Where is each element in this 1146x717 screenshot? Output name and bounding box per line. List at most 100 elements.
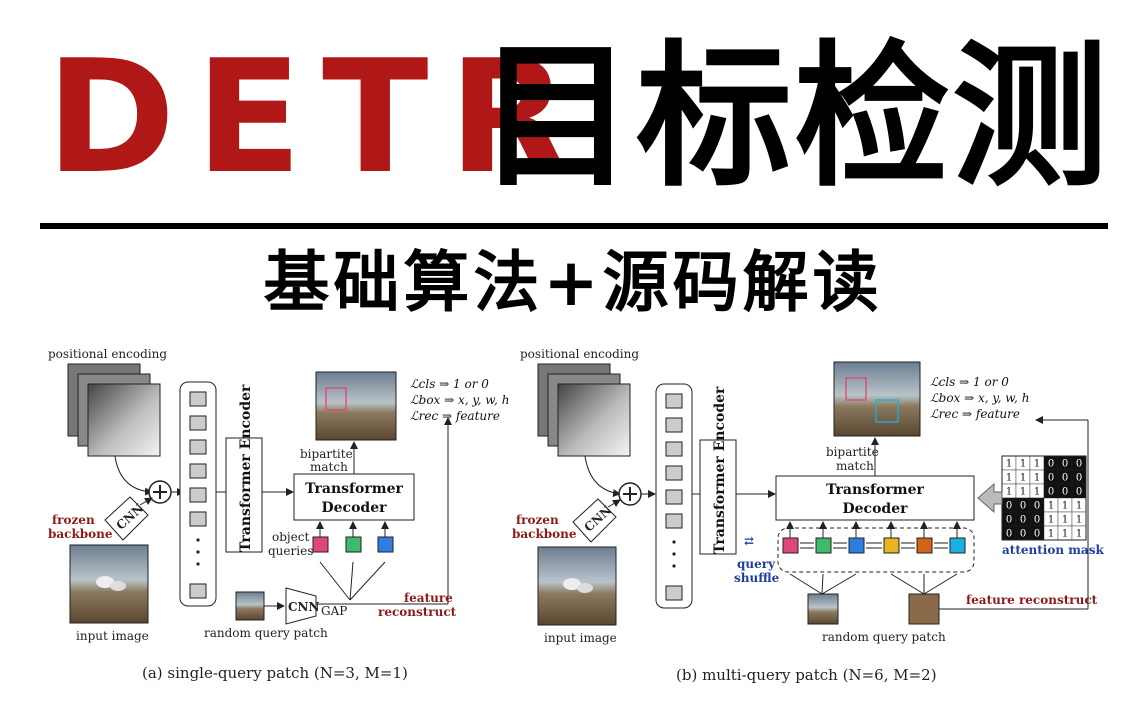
a-pe-arrow [114,455,153,496]
diagram-b: positional encoding CNN frozen backbone … [512,347,1104,684]
b-random-patch-1 [807,593,839,625]
mask-value: 0 [1048,473,1054,484]
mask-value: 0 [1048,459,1054,470]
mask-value: 1 [1048,515,1054,526]
mask-value: 0 [1034,529,1040,540]
b-feature-reconstruct-label: feature reconstruct [966,593,1098,607]
mask-value: 0 [1020,529,1026,540]
title-divider [40,223,1108,229]
a-bipartite-label: bipartite [300,447,353,461]
a-match-label: match [310,460,348,474]
b-backbone-label: backbone [512,527,577,541]
title-banner: DETR 目标检测 [0,0,1146,215]
mask-value: 1 [1076,501,1082,512]
b-attention-mask-label: attention mask [1002,543,1104,557]
a-gull-2 [110,581,126,591]
mask-value: 1 [1034,473,1040,484]
a-ellipsis-dots [196,538,200,566]
a-backbone-label: backbone [48,527,113,541]
title-detr: DETR [46,26,589,208]
title-object-detection: 目标检测 [478,26,1110,208]
b-shuffle-icon: ⇄ [744,534,754,548]
mask-value: 1 [1034,459,1040,470]
a-cnn-block [104,496,149,541]
a-object-label: object [272,530,309,544]
mask-value: 0 [1006,515,1012,526]
b-query-orange [916,537,933,554]
b-positional-encoding-label: positional encoding [520,347,639,361]
b-shuffle-swaps [800,542,948,549]
mask-value: 0 [1076,487,1082,498]
mask-value: 1 [1062,515,1068,526]
b-encoder-label: Transformer Encoder [712,386,728,554]
a-cnn-small [285,587,317,625]
a-cnn-arrow [139,497,153,506]
mask-value: 1 [1048,501,1054,512]
mask-value: 0 [1062,459,1068,470]
b-query-yellow [883,537,900,554]
b-tokens [665,393,683,601]
diagram-a: positional encoding CNN frozen backbone … [48,347,509,682]
mask-value: 0 [1020,515,1026,526]
mask-value: 1 [1020,487,1026,498]
mask-value: 1 [1020,459,1026,470]
b-decoder-label-1: Transformer [826,482,924,498]
b-loss-rec: ℒrec ⇒ feature [930,407,1020,421]
mask-value: 1 [1006,473,1012,484]
a-encoder-label: Transformer Encoder [238,384,254,552]
a-gap-label: GAP [321,604,347,618]
mask-value: 1 [1062,501,1068,512]
a-loss-rec: ℒrec ⇒ feature [410,409,500,423]
b-query-green [815,537,832,554]
b-random-query-patch-label: random query patch [822,630,946,644]
mask-value: 1 [1034,487,1040,498]
a-input-image-label: input image [76,629,149,643]
a-query-blue [377,536,394,553]
b-output-image [833,361,921,437]
b-loss-box: ℒbox ⇒ x, y, w, h [930,391,1029,405]
mask-value: 1 [1062,529,1068,540]
mask-value: 0 [1076,459,1082,470]
a-random-patch [235,591,265,621]
mask-value: 0 [1076,473,1082,484]
b-encoder-block [699,439,737,555]
a-positional-encoding-label: positional encoding [48,347,167,361]
mask-value: 1 [1048,529,1054,540]
b-add-icon-cross [623,487,637,501]
b-random-patch-2 [908,593,940,625]
b-pred-box-2 [875,399,899,423]
b-bipartite-label: bipartite [826,445,879,459]
a-decoder-label-2: Decoder [322,500,388,516]
b-decoder-label-2: Decoder [843,501,909,517]
b-query-label: query [737,557,776,571]
mask-value: 0 [1062,487,1068,498]
a-caption: (a) single-query patch (N=3, M=1) [142,664,408,682]
b-mask-arrow [977,482,1003,514]
b-pe-layer-3 [557,383,631,457]
a-feature-label: feature [404,591,453,605]
a-loss-cls: ℒcls ⇒ 1 or 0 [410,377,489,391]
a-add-icon-cross [153,485,167,499]
b-input-image-label: input image [544,631,617,645]
b-query-group [777,527,975,573]
b-cnn-arrow [607,499,621,508]
b-gull-2 [577,583,593,593]
mask-value: 1 [1020,473,1026,484]
a-output-image [315,371,397,441]
b-loss-cls: ℒcls ⇒ 1 or 0 [930,375,1009,389]
a-reconstruct-label: reconstruct [378,605,457,619]
a-query-arrows [316,521,389,601]
b-decoder-block [775,475,975,521]
a-queries-label: queries [268,544,313,558]
b-caption: (b) multi-query patch (N=6, M=2) [676,666,937,684]
a-encoder-block [225,437,263,553]
mask-value: 0 [1034,515,1040,526]
a-query-pink [312,536,329,553]
b-pe-arrow [584,455,621,498]
a-random-query-patch-label: random query patch [204,626,328,640]
a-cnn-small-label: CNN [288,600,320,614]
a-frozen-label: frozen [52,513,95,527]
mask-value: 1 [1006,459,1012,470]
